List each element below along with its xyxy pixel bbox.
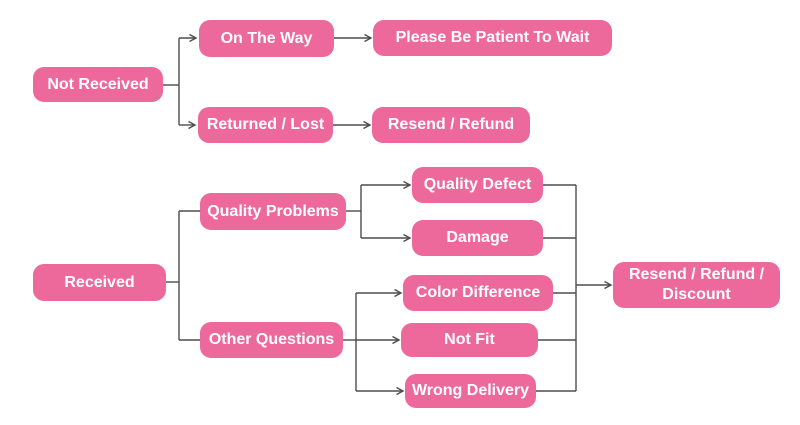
received-branch	[166, 180, 412, 396]
node-not-fit: Not Fit	[401, 323, 538, 357]
node-quality-problems: Quality Problems	[200, 193, 346, 230]
node-on-the-way: On The Way	[199, 20, 334, 57]
node-please-be-patient-to-wait: Please Be Patient To Wait	[373, 20, 612, 56]
node-resend-refund-discount: Resend / Refund / Discount	[613, 262, 780, 308]
converging-branch	[536, 184, 613, 392]
node-quality-defect: Quality Defect	[412, 167, 543, 203]
node-received: Received	[33, 264, 166, 301]
node-wrong-delivery: Wrong Delivery	[405, 374, 536, 408]
node-color-difference: Color Difference	[403, 275, 553, 311]
node-damage: Damage	[412, 220, 543, 256]
not-received-branch	[163, 33, 373, 130]
node-resend-refund: Resend / Refund	[372, 107, 530, 143]
node-other-questions: Other Questions	[200, 322, 343, 358]
node-not-received: Not Received	[33, 67, 163, 102]
node-returned-lost: Returned / Lost	[198, 107, 333, 143]
